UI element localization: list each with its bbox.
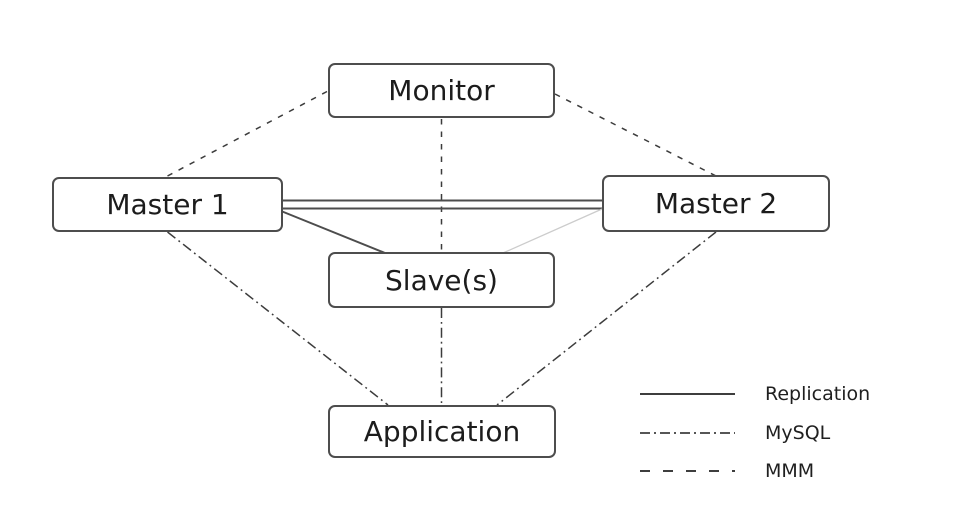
- legend-label-mysql: MySQL: [765, 421, 831, 444]
- node-master1: Master 1: [52, 177, 283, 232]
- edge-master2-slaves: [502, 208, 603, 254]
- legend-label-mmm: MMM: [765, 460, 815, 483]
- node-application-label: Application: [363, 415, 521, 448]
- edge-master2-application: [496, 231, 717, 406]
- edge-master1-slaves: [280, 210, 386, 254]
- node-slaves: Slave(s): [328, 252, 555, 308]
- legend-item-mmm: MMM: [640, 452, 870, 491]
- legend-swatch-mmm-line: [640, 470, 735, 473]
- node-master1-label: Master 1: [106, 188, 229, 221]
- legend-item-mysql: MySQL: [640, 414, 870, 453]
- node-master2: Master 2: [602, 175, 830, 232]
- legend-label-replication: Replication: [765, 383, 871, 406]
- node-monitor: Monitor: [328, 63, 555, 118]
- node-master2-label: Master 2: [654, 187, 778, 220]
- node-slaves-label: Slave(s): [385, 263, 498, 297]
- node-application: Application: [328, 405, 556, 458]
- legend-item-replication: Replication: [640, 375, 870, 414]
- legend-swatch-replication-line: [640, 393, 735, 396]
- edge-monitor-master2: [554, 93, 717, 177]
- legend: Replication MySQL MMM: [640, 375, 870, 491]
- node-monitor-label: Monitor: [388, 74, 495, 107]
- legend-swatch-mysql-line: [640, 431, 735, 434]
- edge-master1-monitor: [167, 90, 329, 177]
- edge-master1-application: [167, 231, 389, 406]
